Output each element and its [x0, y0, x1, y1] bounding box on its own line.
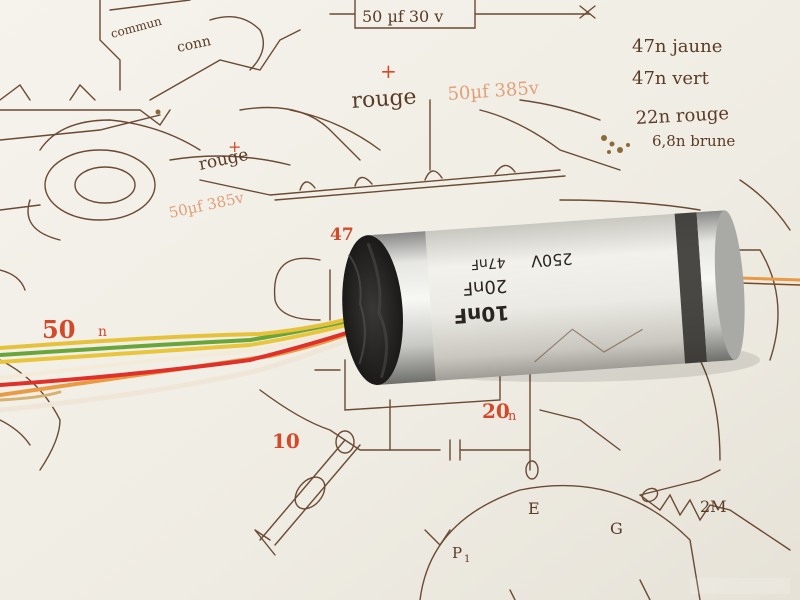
legend-line-4: 6,8n brune: [652, 132, 735, 150]
cap-label-10nf: 10nF: [453, 301, 510, 329]
node-g-label: G: [610, 519, 623, 538]
wire-white-2: [0, 323, 362, 380]
node-e-label: E: [528, 499, 540, 518]
capacitor: 10nF 20nF 47nF 250V: [342, 210, 745, 386]
mark-20-suffix: n: [508, 409, 517, 424]
legend-line-1: 47n jaune: [632, 36, 722, 57]
conn-label: conn: [176, 33, 213, 56]
cap-label-250v: 250V: [530, 249, 573, 271]
wire-red: [0, 326, 364, 387]
mark-50-suffix: n: [98, 324, 107, 340]
cap-label-47nf: 47nF: [470, 254, 506, 272]
corner-watermark: [690, 578, 790, 594]
mark-10: 10: [272, 429, 300, 453]
legend-line-3: 22n rouge: [635, 103, 729, 129]
wire-bundle: [0, 276, 800, 413]
resistor-2m-label: 2M: [700, 497, 727, 516]
capacitor-band: [674, 212, 708, 364]
top-cap-label: 50 µf 30 v: [362, 7, 443, 26]
rouge-top: rouge: [351, 85, 418, 114]
legend-notes: 47n jaune 47n vert 22n rouge 6,8n brune: [632, 36, 735, 150]
wire-yellow-2: [0, 313, 364, 350]
legend-line-2: 47n vert: [632, 68, 710, 89]
plus-left: +: [228, 137, 241, 156]
cap-label-20nf: 20nF: [462, 275, 508, 299]
debris-specks: [155, 109, 630, 154]
wire-yellow-1: [0, 320, 360, 364]
capacitor-right-cap: [714, 210, 745, 360]
node-p-subscript: 1: [464, 554, 470, 565]
wire-orange-right: [738, 276, 800, 282]
node-p-label: P: [452, 544, 462, 562]
wire-tan: [0, 390, 62, 402]
mark-50: 50: [42, 315, 75, 344]
plus-top: +: [380, 59, 397, 83]
mark-20: 20: [482, 399, 510, 423]
capacitor-sleeve: [395, 210, 735, 383]
wire-white-1: [0, 332, 363, 413]
wire-brown-right: [739, 282, 800, 286]
mark-47: 47: [330, 225, 354, 245]
